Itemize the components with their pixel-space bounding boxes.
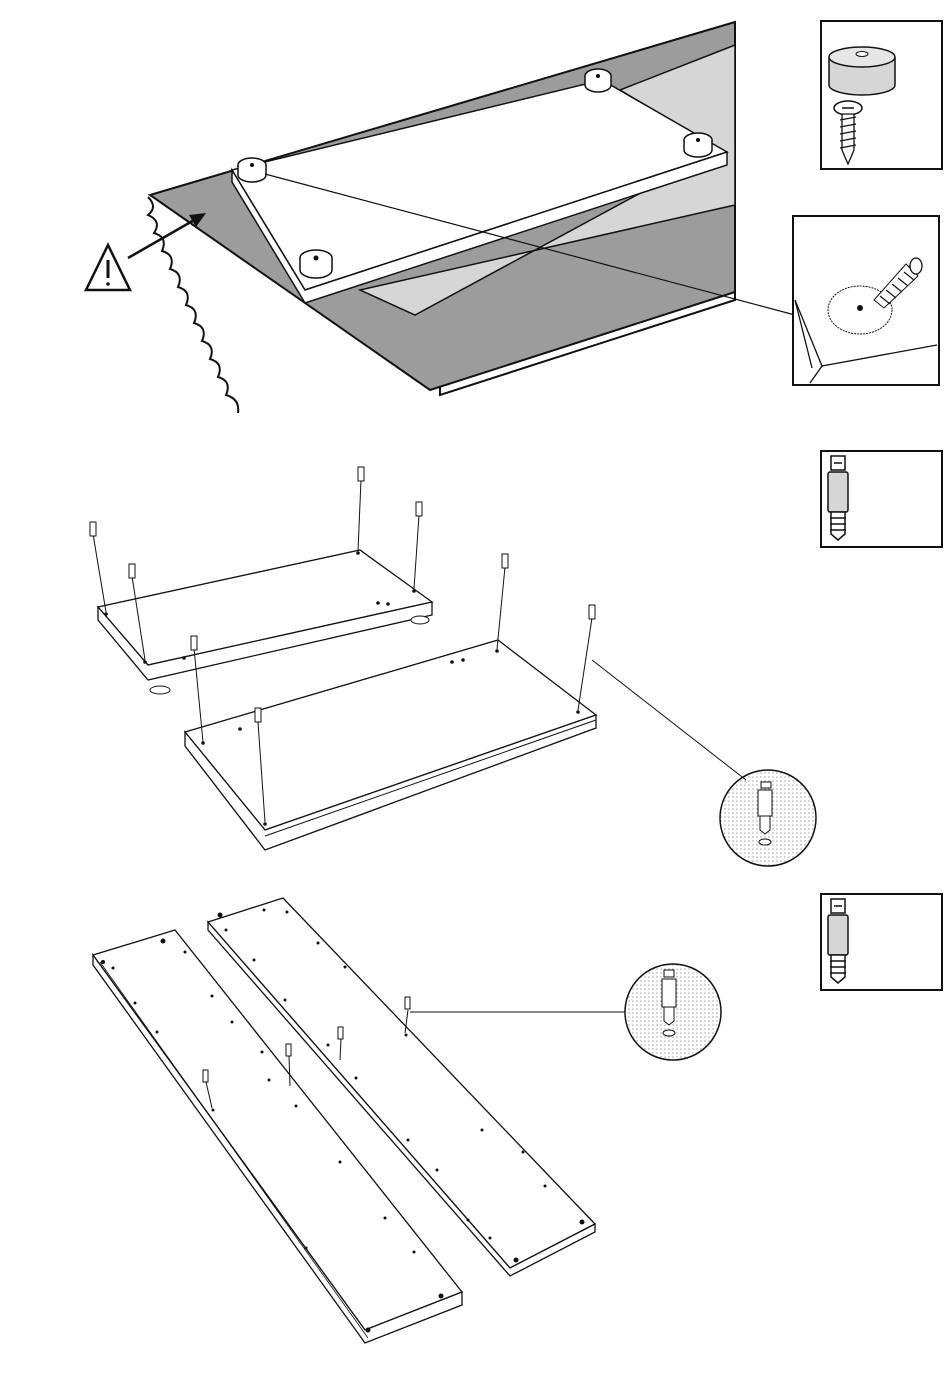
glide-install-detail-box <box>793 216 939 385</box>
felt-glide <box>238 158 266 182</box>
cam-bolt-detail-box <box>821 894 942 990</box>
step-2-scene <box>90 467 816 866</box>
warning-triangle-icon <box>86 245 130 290</box>
cam-bolt-detail-circle <box>625 964 721 1060</box>
cam-bolt-icon <box>828 456 848 540</box>
step-1-scene <box>86 22 795 413</box>
step-3-scene <box>93 898 721 1343</box>
felt-glide <box>585 69 611 92</box>
felt-glide-detail-box <box>821 21 942 169</box>
felt-glide <box>300 250 332 278</box>
felt-glide-icon <box>829 47 895 95</box>
arrow-icon <box>128 213 206 258</box>
cam-bolt-icon <box>828 899 848 983</box>
cam-bolt-detail-box <box>821 451 942 547</box>
felt-glide <box>684 133 712 157</box>
leader-line <box>592 660 746 780</box>
cam-bolt-detail-circle <box>720 770 816 866</box>
